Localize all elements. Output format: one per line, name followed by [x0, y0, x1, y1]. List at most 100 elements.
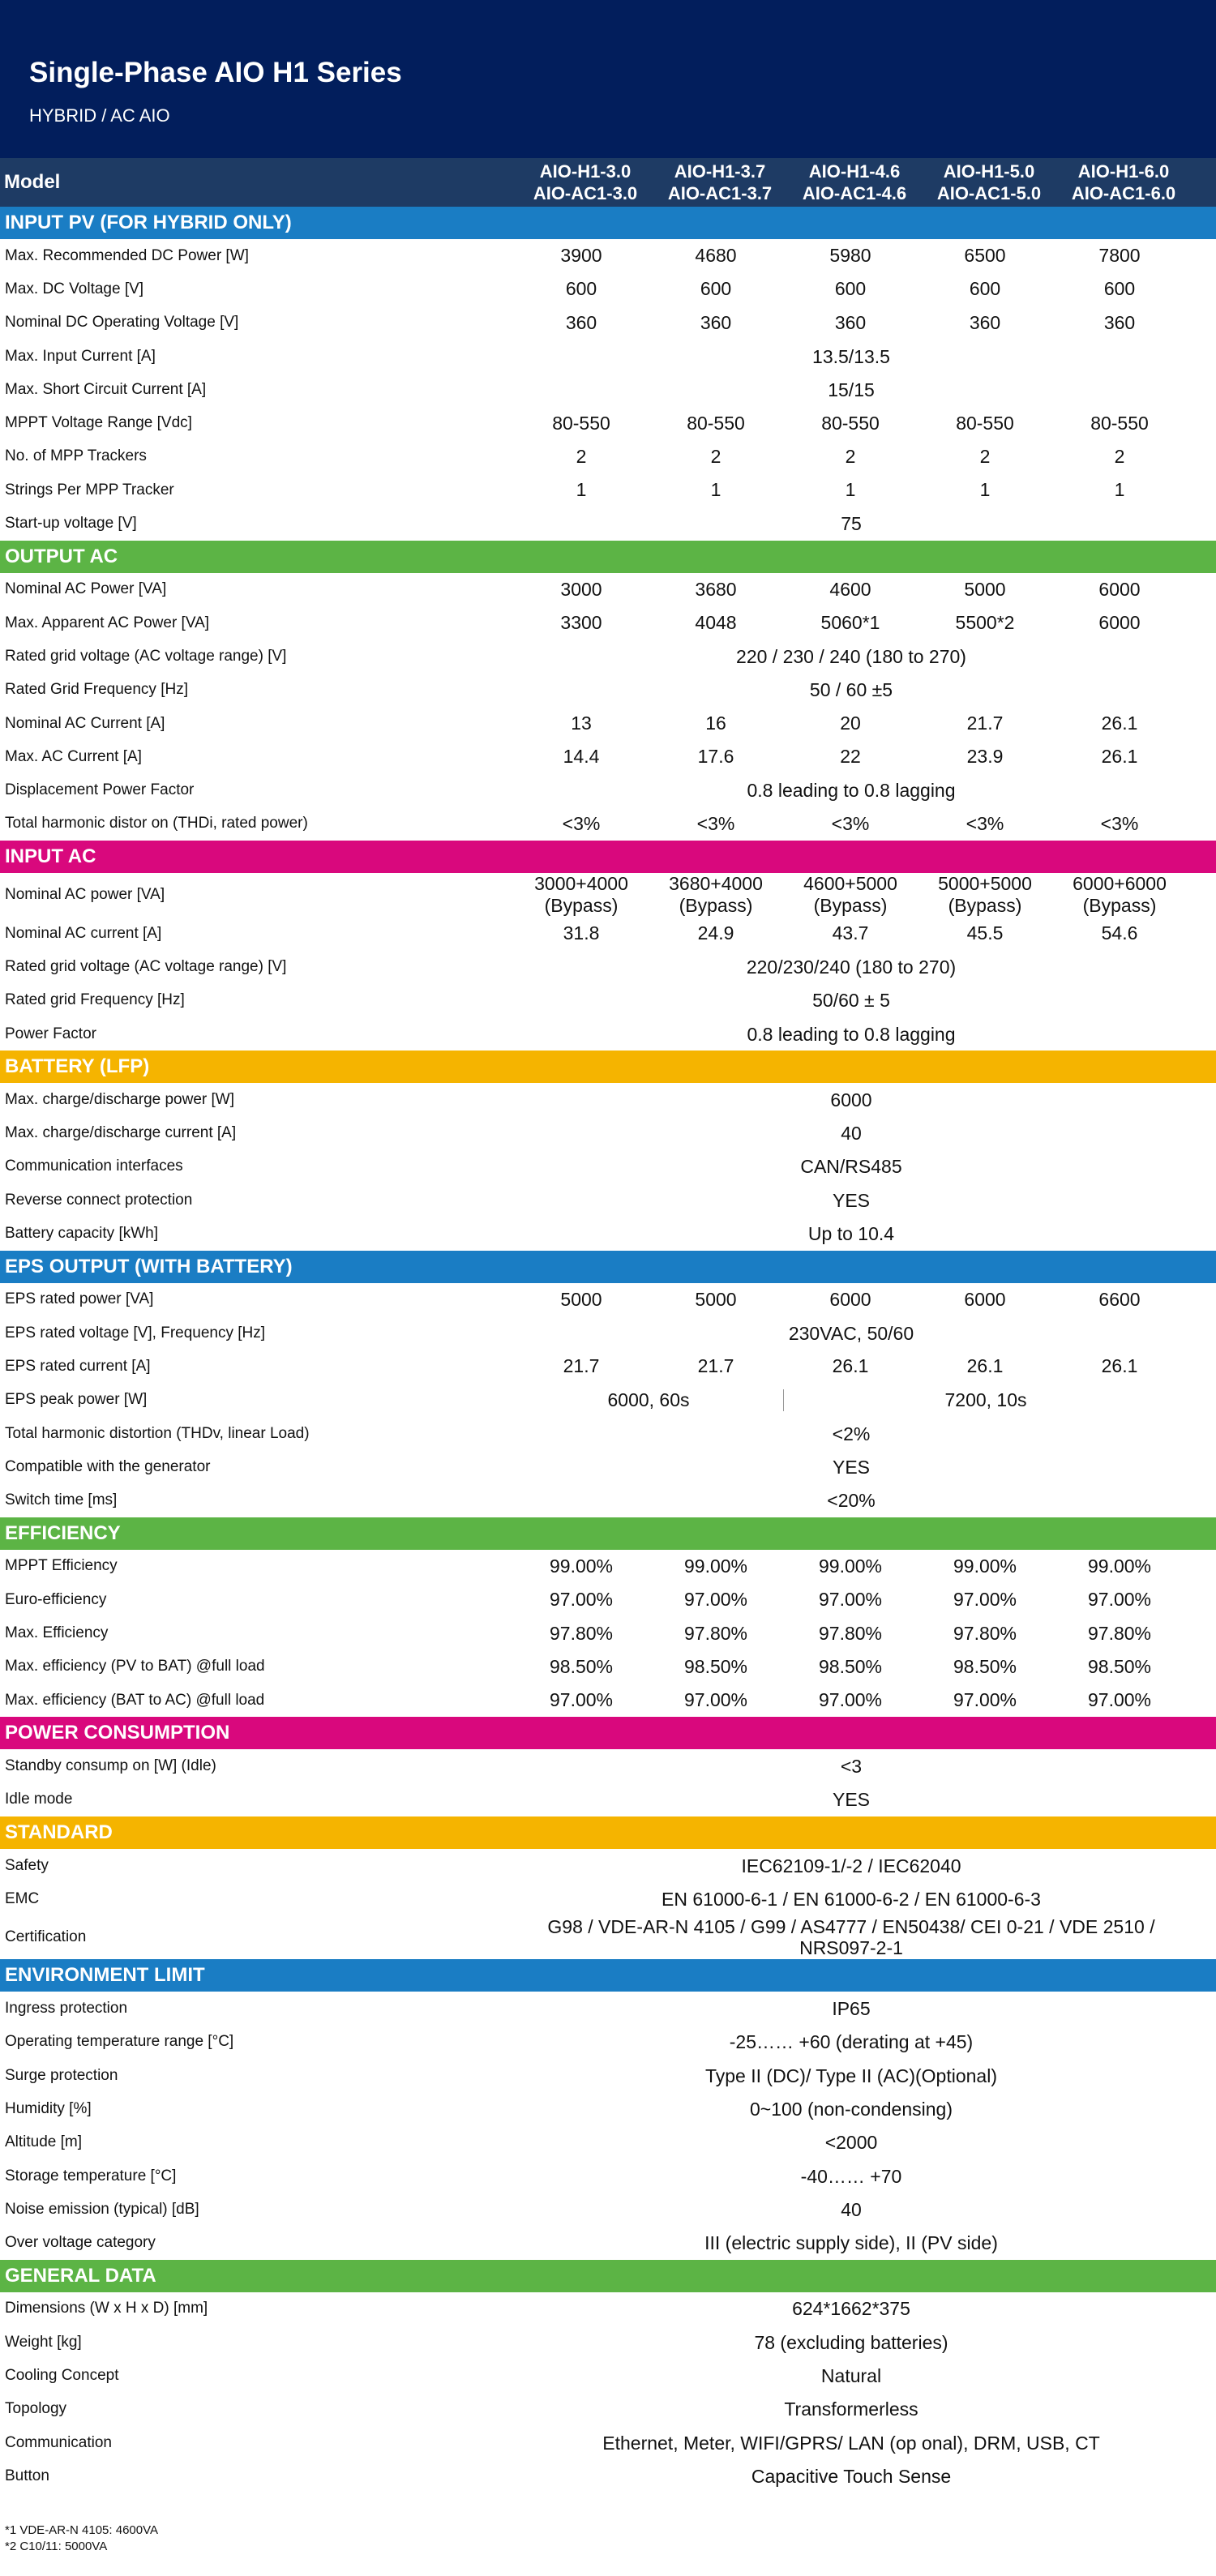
- spec-value: <3%: [696, 812, 735, 834]
- spec-value: <3%: [1100, 812, 1139, 834]
- spec-value: 97.80%: [1087, 1622, 1151, 1644]
- spec-value: 2: [576, 445, 587, 467]
- spec-label: Start-up voltage [V]: [5, 515, 137, 533]
- spec-row: Noise emission (typical) [dB]40: [0, 2193, 1216, 2226]
- spec-value: 360: [969, 311, 1001, 333]
- page-subtitle: HYBRID / AC AIO: [29, 105, 170, 126]
- spec-label: Compatible with the generator: [5, 1457, 211, 1475]
- spec-row: Max. charge/discharge power [W]6000: [0, 1083, 1216, 1116]
- spec-value: 80-550: [821, 412, 880, 434]
- spec-value: 1: [710, 479, 721, 501]
- spec-value: 75: [841, 513, 862, 535]
- spec-value: 6000: [830, 1089, 872, 1110]
- spec-value: 3680: [695, 578, 737, 600]
- spec-value: 360: [1103, 311, 1136, 333]
- spec-row: MPPT Voltage Range [Vdc] 80-550 80-550 80-5…: [0, 406, 1216, 439]
- model-name: AIO-AC1-4.6: [802, 183, 907, 203]
- spec-value: 3900: [560, 245, 602, 267]
- spec-value: 54.6: [1101, 922, 1138, 944]
- spec-value: 4680: [695, 245, 737, 267]
- section-header: BATTERY (LFP): [0, 1051, 1216, 1084]
- spec-row: Rated grid voltage (AC voltage range) [V…: [0, 950, 1216, 983]
- spec-value: 22: [840, 746, 861, 768]
- spec-value: 0.8 leading to 0.8 lagging: [747, 1023, 956, 1045]
- spec-value: 600: [700, 278, 732, 300]
- model-name: AIO-AC1-5.0: [936, 183, 1042, 203]
- spec-label: Max. AC Current [A]: [5, 747, 142, 765]
- spec-value: 99.00%: [1087, 1555, 1151, 1577]
- spec-label: Euro-efficiency: [5, 1590, 107, 1608]
- spec-value: 600: [1103, 278, 1136, 300]
- spec-value: 6000: [1098, 612, 1141, 634]
- spec-value: 15/15: [828, 379, 875, 400]
- spec-label: Dimensions (W x H x D) [mm]: [5, 2300, 208, 2317]
- spec-label: Noise emission (typical) [dB]: [5, 2200, 199, 2218]
- spec-table: INPUT PV (FOR HYBRID ONLY)Max. Recommend…: [0, 207, 1216, 2493]
- spec-label: Battery capacity [kWh]: [5, 1225, 159, 1243]
- spec-value: 45.5: [966, 922, 1004, 944]
- spec-label: Max. charge/discharge current [A]: [5, 1124, 237, 1142]
- spec-label: Switch time [ms]: [5, 1491, 118, 1509]
- spec-value: 21.7: [966, 712, 1004, 734]
- spec-label: Reverse connect protection: [5, 1191, 193, 1209]
- spec-label: Displacement Power Factor: [5, 781, 195, 799]
- spec-label: Safety: [5, 1856, 49, 1874]
- spec-label: Strings Per MPP Tracker: [5, 481, 174, 499]
- section-header: ENVIRONMENT LIMIT: [0, 1959, 1216, 1992]
- spec-value: 0.8 leading to 0.8 lagging: [747, 780, 956, 802]
- spec-value: EN 61000-6-1 / EN 61000-6-2 / EN 61000-6…: [662, 1888, 1041, 1910]
- spec-value: 80-550: [1090, 412, 1149, 434]
- spec-row: Rated grid Frequency [Hz]50/60 ± 5: [0, 984, 1216, 1017]
- spec-value: 2: [710, 445, 721, 467]
- spec-row: Dimensions (W x H x D) [mm]624*1662*375: [0, 2292, 1216, 2326]
- spec-row: Displacement Power Factor 0.8 leading to …: [0, 773, 1216, 807]
- model-label: Model: [4, 171, 61, 193]
- spec-value: 80-550: [552, 412, 610, 434]
- spec-label: Nominal AC Power [VA]: [5, 580, 167, 598]
- spec-value: 6000+6000 (Bypass): [1073, 873, 1167, 917]
- section-header: STANDARD: [0, 1816, 1216, 1849]
- spec-value: 43.7: [832, 922, 869, 944]
- spec-value: <20%: [827, 1490, 876, 1512]
- spec-value: 97.80%: [549, 1622, 613, 1644]
- spec-value: 40: [841, 1123, 862, 1145]
- spec-label: Altitude [m]: [5, 2133, 83, 2151]
- spec-value: 360: [565, 311, 597, 333]
- spec-row: Standby consump on [W] (Idle)<3: [0, 1749, 1216, 1782]
- spec-value: 98.50%: [683, 1655, 747, 1677]
- spec-row: Rated Grid Frequency [Hz]50 / 60 ±5: [0, 674, 1216, 707]
- spec-label: MPPT Efficiency: [5, 1557, 118, 1575]
- spec-value: 97.80%: [683, 1622, 747, 1644]
- spec-value: 26.1: [832, 1355, 869, 1377]
- spec-row: Total harmonic distortion (THDv, linear …: [0, 1417, 1216, 1450]
- spec-value: 5000+5000 (Bypass): [938, 873, 1032, 917]
- spec-label: MPPT Voltage Range [Vdc]: [5, 414, 192, 432]
- spec-value: 6000: [829, 1288, 871, 1310]
- spec-label: EPS rated current [A]: [5, 1357, 151, 1375]
- spec-row: Rated grid voltage (AC voltage range) [V…: [0, 640, 1216, 673]
- spec-value: 3300: [560, 612, 602, 634]
- spec-value: 5000: [695, 1288, 737, 1310]
- spec-value: 26.1: [1101, 712, 1138, 734]
- spec-row: Altitude [m]<2000: [0, 2126, 1216, 2159]
- spec-value: 26.1: [966, 1355, 1004, 1377]
- spec-value: 98.50%: [818, 1655, 882, 1677]
- spec-label: Max. DC Voltage [V]: [5, 280, 144, 297]
- spec-value: G98 / VDE-AR-N 4105 / G99 / AS4777 / EN5…: [547, 1916, 1155, 1959]
- spec-value: 0~100 (non-condensing): [750, 2099, 953, 2120]
- spec-row: Humidity [%]0~100 (non-condensing): [0, 2092, 1216, 2125]
- spec-value: IP65: [832, 1998, 871, 2020]
- model-name: AIO-H1-5.0: [943, 161, 1035, 182]
